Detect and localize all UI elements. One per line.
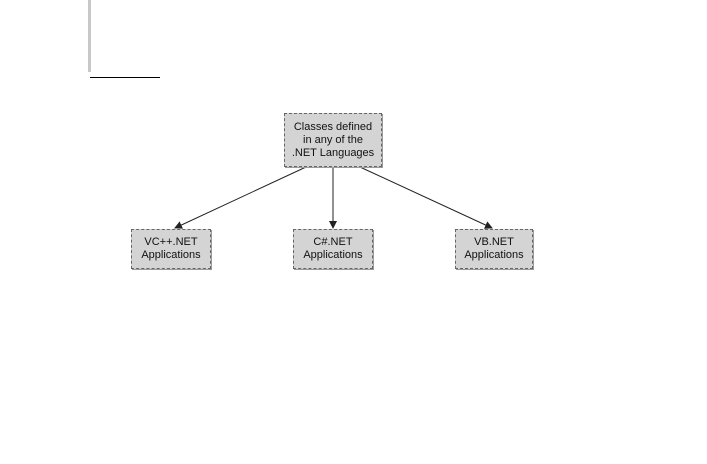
node-dotnet-classes: Classes defined in any of the .NET Langu… [284, 113, 382, 167]
header-rule [90, 77, 160, 78]
node-csharp-applications: C#.NET Applications [293, 229, 373, 269]
node-dotnet-classes-label: Classes defined in any of the .NET Langu… [291, 120, 375, 159]
edge-root-to-vc [174, 166, 307, 229]
edge-root-to-vb [359, 166, 493, 229]
node-vbnet-applications-label: VB.NET Applications [464, 236, 524, 261]
node-vcpp-applications: VC++.NET Applications [131, 229, 211, 269]
page-margin-bar [88, 0, 91, 72]
node-vcpp-applications-label: VC++.NET Applications [141, 236, 201, 261]
node-vbnet-applications: VB.NET Applications [455, 229, 533, 269]
node-csharp-applications-label: C#.NET Applications [303, 236, 363, 261]
